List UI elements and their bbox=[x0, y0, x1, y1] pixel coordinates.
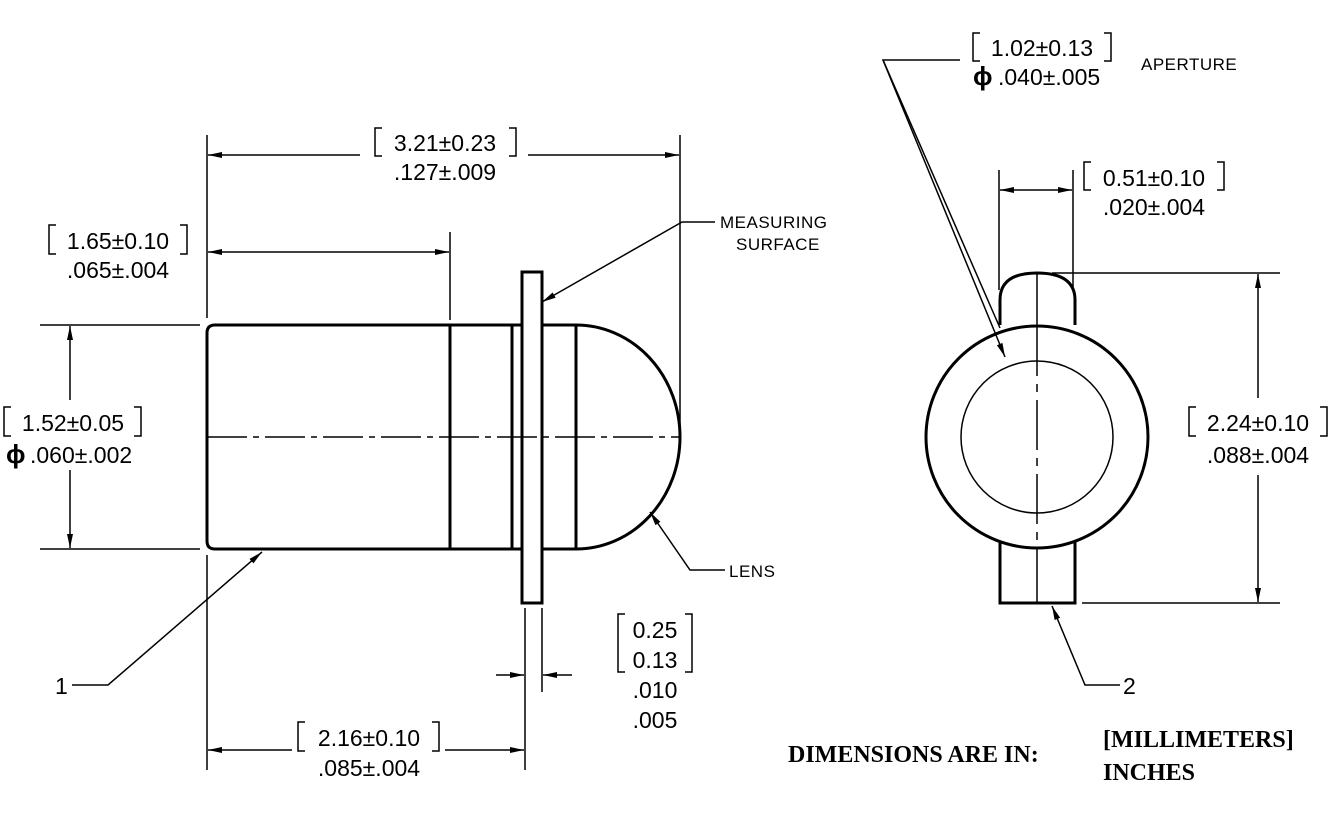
dim-flange-min-mm: 0.13 bbox=[633, 647, 678, 673]
dim-aperture-in: .040±.005 bbox=[998, 64, 1100, 90]
dim-diameter-in: .060±.002 bbox=[30, 442, 132, 468]
callout-1: 1 bbox=[55, 673, 68, 699]
dim-overall-length-in: .127±.009 bbox=[394, 159, 496, 185]
bracket bbox=[1083, 161, 1225, 191]
dim-flange-max-mm: 0.25 bbox=[633, 617, 678, 643]
dim-flange-position-in: .085±.004 bbox=[318, 755, 420, 781]
dim-overall-length-mm: 3.21±0.23 bbox=[394, 130, 496, 156]
leader-callout-1 bbox=[72, 551, 263, 686]
aperture-diameter-symbol: ϕ bbox=[973, 61, 993, 91]
bracket bbox=[972, 32, 1112, 62]
label-measuring: MEASURING bbox=[720, 213, 827, 232]
bracket bbox=[48, 224, 188, 255]
dim-tab-width-mm: 0.51±0.10 bbox=[1103, 165, 1205, 191]
leader-callout-2 bbox=[1051, 605, 1120, 686]
bracket bbox=[617, 613, 693, 673]
dim-flange-position-mm: 2.16±0.10 bbox=[318, 725, 420, 751]
leader-measuring-surface bbox=[541, 221, 715, 303]
units-primary: [MILLIMETERS] bbox=[1103, 727, 1294, 753]
dim-body-length-in: .065±.004 bbox=[67, 257, 169, 283]
end-view: 1.02±0.13 ϕ .040±.005 APERTURE 0.51±0.10… bbox=[881, 32, 1328, 699]
dim-body-length-mm: 1.65±0.10 bbox=[67, 228, 169, 254]
diameter-symbol: ϕ bbox=[6, 439, 26, 469]
bracket bbox=[374, 127, 517, 157]
leader-lens bbox=[649, 511, 725, 571]
dim-aperture-mm: 1.02±0.13 bbox=[991, 35, 1093, 61]
units-label: DIMENSIONS ARE IN: bbox=[788, 742, 1039, 768]
label-surface: SURFACE bbox=[736, 235, 820, 254]
dim-height-mm: 2.24±0.10 bbox=[1207, 410, 1309, 436]
leader-aperture bbox=[881, 59, 1006, 358]
callout-2: 2 bbox=[1123, 673, 1136, 699]
bracket bbox=[297, 721, 440, 752]
bracket bbox=[3, 406, 142, 437]
dim-height-in: .088±.004 bbox=[1207, 442, 1309, 468]
dim-tab-width-in: .020±.004 bbox=[1103, 194, 1205, 220]
dim-flange-max-in: .010 bbox=[633, 677, 678, 703]
leader-aperture-2 bbox=[882, 59, 1001, 329]
units-note: DIMENSIONS ARE IN: [MILLIMETERS] INCHES bbox=[788, 727, 1294, 786]
units-secondary: INCHES bbox=[1103, 760, 1195, 786]
label-aperture: APERTURE bbox=[1141, 55, 1237, 74]
dim-diameter-mm: 1.52±0.05 bbox=[22, 410, 124, 436]
bracket bbox=[1188, 406, 1328, 437]
side-view: 3.21±0.23 .127±.009 1.65±0.10 .065±.004 … bbox=[3, 127, 827, 781]
label-lens: LENS bbox=[729, 562, 775, 581]
dim-flange-min-in: .005 bbox=[633, 707, 678, 733]
